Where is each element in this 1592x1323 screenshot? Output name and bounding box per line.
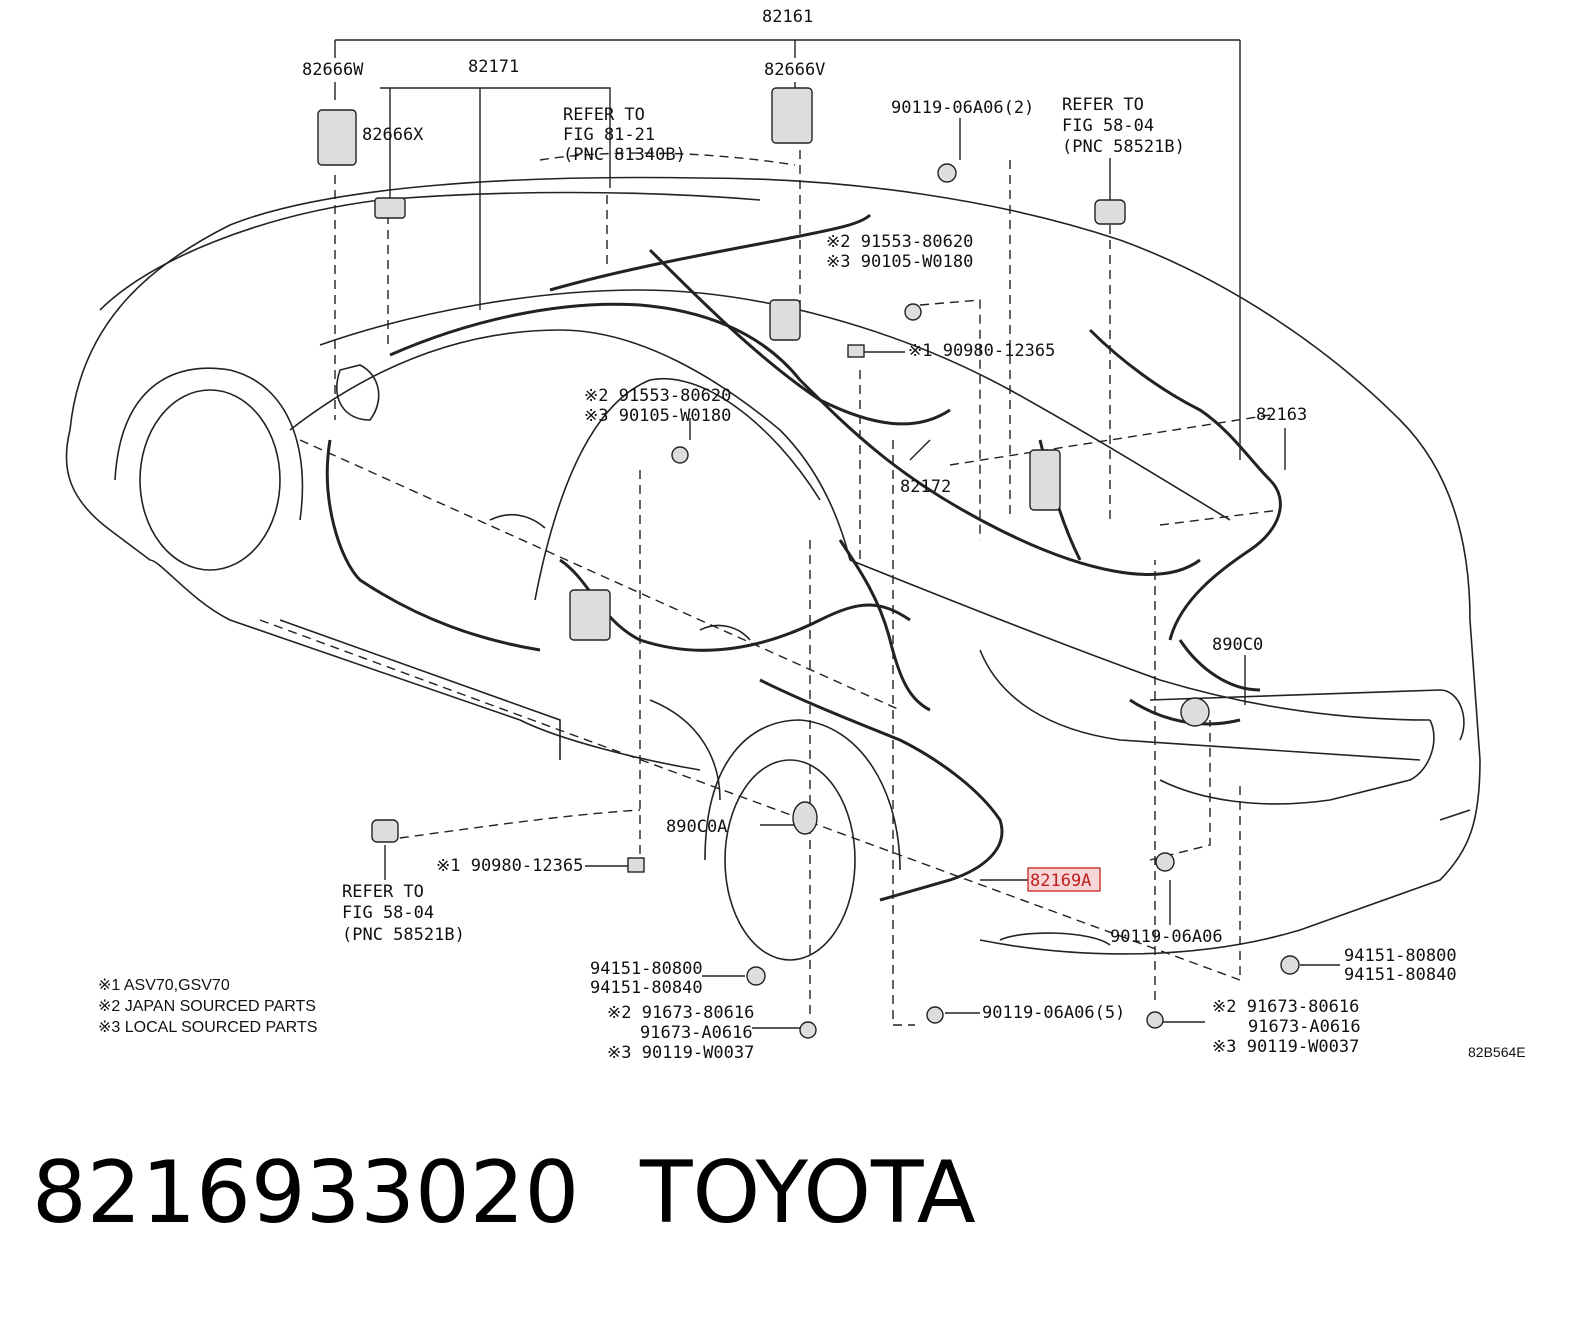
fastener-bot-c: 90119-06A06(5) <box>982 1003 1125 1023</box>
refer-top-line3: (PNC 81340B) <box>563 145 686 165</box>
label-82161: 82161 <box>762 7 813 27</box>
wire-harness <box>325 213 1282 902</box>
refer-right-line3: (PNC 58521B) <box>1062 137 1185 157</box>
drawing-code: 82B564E <box>1468 1044 1526 1060</box>
fastener-top: 90119-06A06(2) <box>891 98 1034 118</box>
fastener-mid-b: ※1 90980-12365 <box>908 341 1055 361</box>
refer-left-line2: FIG 58-04 <box>342 903 434 923</box>
refer-top-line2: FIG 81-21 <box>563 125 655 145</box>
fastener-callouts: 90119-06A06(2) ※2 91553-80620 ※3 90105-W… <box>436 98 1457 1063</box>
bolt-left-icon <box>671 446 689 464</box>
grommet-bottom-icon <box>746 966 766 986</box>
fastener-left-a1: ※2 91553-80620 <box>584 386 731 406</box>
fastener-right-b2: 94151-80840 <box>1344 965 1457 985</box>
relay-box-82666w-icon <box>317 109 357 166</box>
brand-caption: TOYOTA <box>639 1143 976 1243</box>
abs-sensor-890c0a-icon <box>792 801 818 835</box>
fastener-bot-a2: 94151-80840 <box>590 978 703 998</box>
fastener-mid-a2: ※3 90105-W0180 <box>826 252 973 272</box>
door-connector-icon <box>569 589 611 641</box>
connector-82666x-icon <box>374 197 406 219</box>
label-82666x: 82666X <box>362 125 424 145</box>
refer-left: REFER TO FIG 58-04 (PNC 58521B) <box>342 882 465 945</box>
bolt-top-icon <box>937 163 957 183</box>
fastener-right-c1: ※2 91673-80616 <box>1212 997 1359 1017</box>
refer-left-line3: (PNC 58521B) <box>342 925 465 945</box>
fastener-bot-b2: 91673-A0616 <box>640 1023 753 1043</box>
refer-left-line1: REFER TO <box>342 882 424 902</box>
fastener-mid-a1: ※2 91553-80620 <box>826 232 973 252</box>
label-82666v: 82666V <box>764 60 825 80</box>
footnote-3: ※3 LOCAL SOURCED PARTS <box>98 1019 317 1036</box>
car-body <box>65 176 1481 961</box>
refer-right-line1: REFER TO <box>1062 95 1144 115</box>
fastener-right-b1: 94151-80800 <box>1344 946 1457 966</box>
solid-leaders <box>334 39 1340 1029</box>
fastener-right-c2: 91673-A0616 <box>1248 1017 1361 1037</box>
clip-left-icon <box>371 819 399 843</box>
label-890c0: 890C0 <box>1212 635 1263 655</box>
fastener-right-a: 90119-06A06 <box>1110 927 1223 947</box>
fastener-left-a2: ※3 90105-W0180 <box>584 406 731 426</box>
bolt-bottom-2-icon <box>926 1006 944 1024</box>
refer-right: REFER TO FIG 58-04 (PNC 58521B) <box>1062 95 1185 157</box>
abs-sensor-890c0-icon <box>1180 697 1210 727</box>
fastener-bot-b3: ※3 90119-W0037 <box>607 1043 754 1063</box>
harness-bracket-icon <box>1029 449 1061 511</box>
part-labels: 82161 82666W 82171 82666V 82666X 82163 8… <box>302 7 1307 891</box>
label-82666w: 82666W <box>302 60 364 80</box>
footnotes: ※1 ASV70,GSV70 ※2 JAPAN SOURCED PARTS ※3… <box>98 977 317 1036</box>
clip-low-icon <box>627 857 645 873</box>
dashed-leaders <box>259 150 1281 1026</box>
bolt-bottom-3-icon <box>1146 1011 1164 1029</box>
fastener-bot-a1: 94151-80800 <box>590 959 703 979</box>
fastener-right-c3: ※3 90119-W0037 <box>1212 1037 1359 1057</box>
refer-right-line2: FIG 58-04 <box>1062 116 1154 136</box>
refer-top: REFER TO FIG 81-21 (PNC 81340B) <box>563 105 686 165</box>
bolt-right-icon <box>1155 852 1175 872</box>
relay-box-82666v-icon <box>771 87 813 144</box>
bolt-mid-icon <box>904 303 922 321</box>
label-82172: 82172 <box>900 477 951 497</box>
label-890c0a: 890C0A <box>666 817 727 837</box>
part-number-caption: 8216933020 <box>32 1143 579 1243</box>
label-82163: 82163 <box>1256 405 1307 425</box>
components <box>317 87 1300 1039</box>
refer-top-line1: REFER TO <box>563 105 645 125</box>
fastener-bot-b1: ※2 91673-80616 <box>607 1003 754 1023</box>
clip-right-icon <box>1094 199 1126 225</box>
footnote-1: ※1 ASV70,GSV70 <box>98 977 230 994</box>
junction-connector-icon <box>769 299 801 341</box>
footnote-2: ※2 JAPAN SOURCED PARTS <box>98 998 316 1015</box>
label-82169a: 82169A <box>1030 871 1091 891</box>
clip-mid-icon <box>847 344 865 358</box>
fastener-low-b: ※1 90980-12365 <box>436 856 583 876</box>
grommet-right-icon <box>1280 955 1300 975</box>
highlight-box-82169a <box>1027 867 1101 892</box>
label-82171: 82171 <box>468 57 519 77</box>
bolt-bottom-icon <box>799 1021 817 1039</box>
